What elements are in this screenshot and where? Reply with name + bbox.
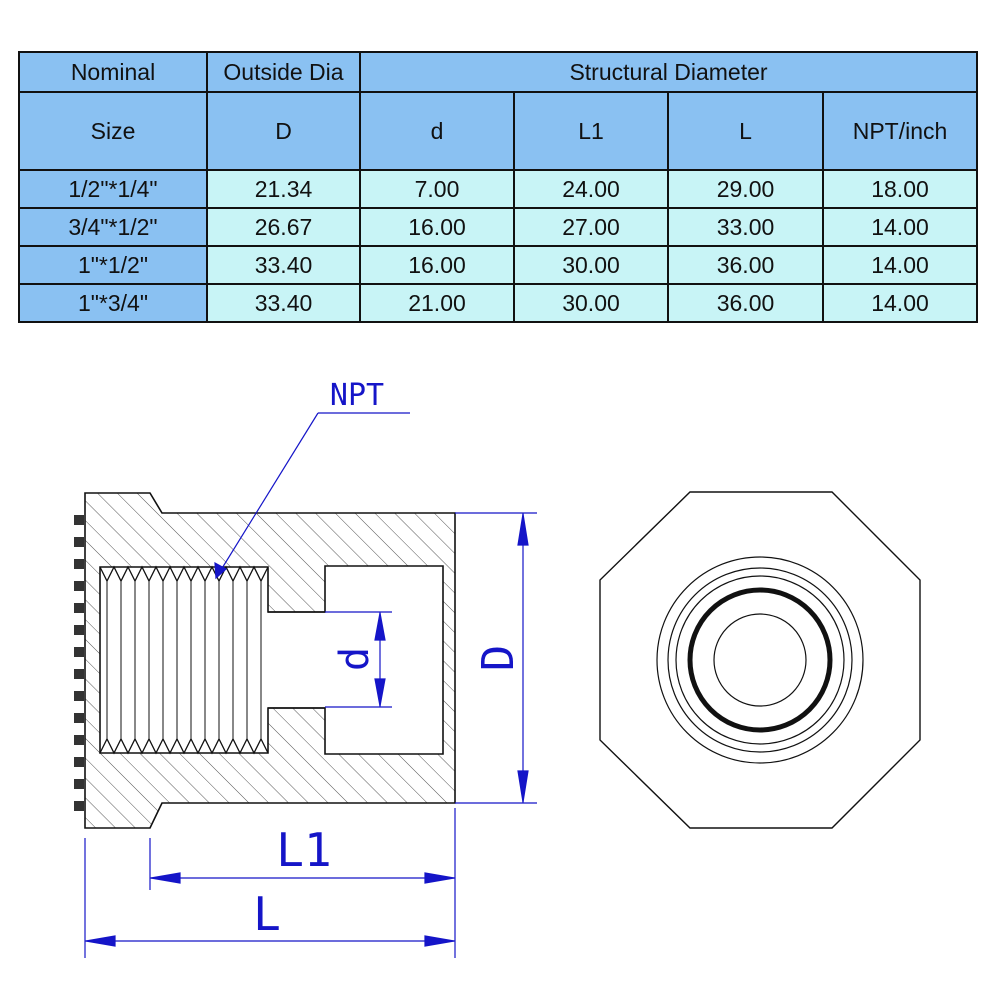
L-label: L (253, 887, 281, 941)
cell-d: 7.00 (359, 169, 515, 210)
L1-arrow-left (150, 872, 181, 884)
header-row-2: Size D d L1 L NPT/inch (18, 91, 978, 172)
bore-circle (713, 613, 807, 707)
dimensions (84, 412, 537, 958)
knurl-mark (74, 669, 84, 679)
cell-L1: 24.00 (513, 169, 669, 210)
section-view (74, 492, 456, 829)
cell-size: 3/4"*1/2" (18, 207, 208, 248)
D-arrow-top (517, 513, 529, 546)
L1-arrow-right (424, 872, 455, 884)
knurl-mark (74, 757, 84, 767)
spec-table: Nominal Outside Dia Structural Diameter … (18, 50, 978, 323)
npt-leader-line (215, 412, 319, 579)
knurl-mark (74, 603, 84, 613)
knurl-mark (74, 581, 84, 591)
header-L1: L1 (513, 91, 669, 172)
d-arrow-bottom (374, 678, 386, 707)
header-D: D (206, 91, 361, 172)
thread-lines (106, 581, 262, 739)
table-row: 1"*3/4" 33.40 21.00 30.00 36.00 14.00 (18, 283, 978, 323)
knurl-mark (74, 691, 84, 701)
header-npt-inch: NPT/inch (822, 91, 978, 172)
cell-L: 36.00 (667, 245, 824, 285)
knurl-mark (74, 537, 84, 547)
header-row-1: Nominal Outside Dia Structural Diameter (18, 50, 978, 94)
header-outside-dia: Outside Dia (206, 50, 361, 94)
knurl-mark (74, 801, 84, 811)
header-structural-diameter: Structural Diameter (359, 50, 978, 94)
header-size: Size (18, 91, 208, 172)
cell-size: 1/2"*1/4" (18, 169, 208, 210)
thread-root-circle (675, 575, 845, 745)
table-row: 1"*1/2" 33.40 16.00 30.00 36.00 14.00 (18, 245, 978, 285)
L-arrow-left (85, 935, 116, 947)
L-arrow-right (424, 935, 455, 947)
outer-circle (656, 556, 864, 764)
table-row: 1/2"*1/4" 21.34 7.00 24.00 29.00 18.00 (18, 169, 978, 210)
knurl-mark (74, 515, 84, 525)
cell-L1: 27.00 (513, 207, 669, 248)
bushing-section-body (84, 492, 456, 829)
d-small-label: d (332, 647, 378, 671)
cell-size: 1"*3/4" (18, 283, 208, 323)
thread-circle (667, 567, 853, 753)
header-nominal: Nominal (18, 50, 208, 94)
cell-L: 29.00 (667, 169, 824, 210)
npt-label: NPT (330, 378, 384, 413)
header-d: d (359, 91, 515, 172)
cell-npt: 14.00 (822, 207, 978, 248)
cell-L: 33.00 (667, 207, 824, 248)
thread-profile-bottom (99, 737, 269, 755)
knurl-mark (74, 647, 84, 657)
cell-size: 1"*1/2" (18, 245, 208, 285)
cell-D: 26.67 (206, 207, 361, 248)
cell-D: 33.40 (206, 283, 361, 323)
knurl-mark (74, 735, 84, 745)
cell-L1: 30.00 (513, 245, 669, 285)
knurl-mark (74, 779, 84, 789)
D-big-label: D (473, 645, 524, 672)
cell-npt: 14.00 (822, 245, 978, 285)
knurl-mark (74, 713, 84, 723)
end-view (599, 491, 921, 829)
hex-outline (599, 491, 921, 829)
seal-ring (687, 587, 833, 733)
cell-npt: 14.00 (822, 283, 978, 323)
d-arrow-top (374, 612, 386, 641)
cell-L: 36.00 (667, 283, 824, 323)
header-L: L (667, 91, 824, 172)
knurl-marks (74, 515, 84, 811)
L1-label: L1 (276, 823, 331, 877)
cell-D: 21.34 (206, 169, 361, 210)
knurl-mark (74, 625, 84, 635)
cell-npt: 18.00 (822, 169, 978, 210)
table-row: 3/4"*1/2" 26.67 16.00 27.00 33.00 14.00 (18, 207, 978, 248)
npt-leader-arrow (214, 561, 228, 580)
cell-D: 33.40 (206, 245, 361, 285)
cell-d: 21.00 (359, 283, 515, 323)
D-arrow-bottom (517, 770, 529, 803)
knurl-mark (74, 559, 84, 569)
cell-d: 16.00 (359, 207, 515, 248)
cell-d: 16.00 (359, 245, 515, 285)
thread-profile-top (99, 565, 269, 583)
cell-L1: 30.00 (513, 283, 669, 323)
